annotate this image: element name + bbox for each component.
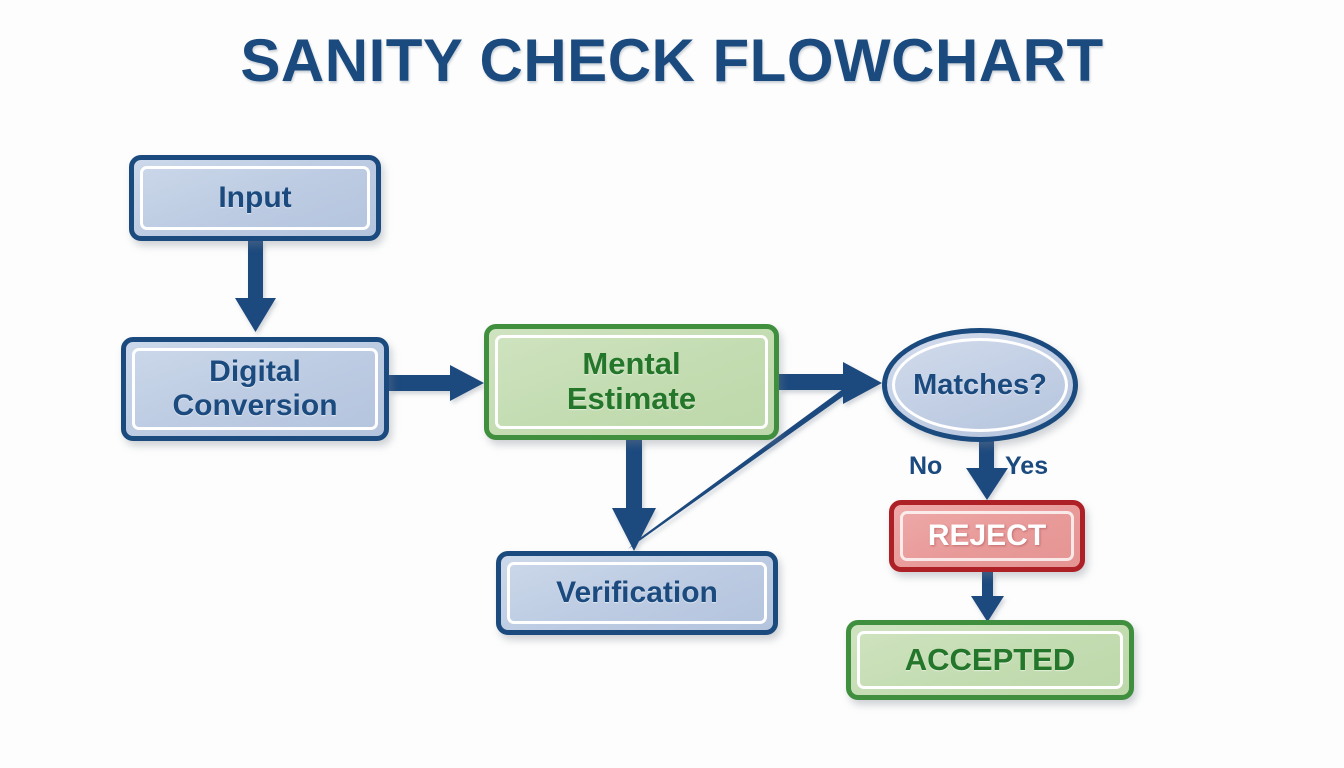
node-verification[interactable]: Verification — [496, 551, 778, 635]
node-mental-estimate-line1: Mental — [582, 346, 681, 382]
edge-digital-to-mental — [389, 365, 484, 401]
node-mental-estimate-label: Mental Estimate — [559, 346, 704, 416]
branch-label-yes: Yes — [1005, 452, 1049, 480]
node-reject-label: REJECT — [927, 519, 1047, 553]
node-digital-conversion-line2: Conversion — [172, 389, 338, 422]
edge-reject-to-accepted — [971, 572, 1004, 622]
edge-mental-to-matches — [779, 362, 882, 404]
node-digital-conversion-line1: Digital — [209, 355, 301, 389]
page-title: SANITY CHECK FLOWCHART — [240, 27, 1104, 94]
node-digital-conversion-label: Digital Conversion — [164, 355, 345, 422]
node-input[interactable]: Input — [129, 155, 381, 241]
node-matches-decision[interactable]: Matches? — [882, 328, 1078, 442]
node-input-label: Input — [218, 181, 292, 215]
node-matches-decision-label: Matches? — [913, 368, 1047, 401]
node-reject[interactable]: REJECT — [889, 500, 1085, 572]
edge-mental-to-verification — [612, 440, 656, 551]
node-accepted[interactable]: ACCEPTED — [846, 620, 1134, 700]
branch-label-no: No — [909, 452, 943, 480]
node-accepted-label: ACCEPTED — [904, 641, 1076, 677]
edge-matches-to-reject — [966, 440, 1008, 500]
node-verification-label: Verification — [556, 576, 718, 610]
edge-input-to-digital — [235, 241, 276, 332]
node-mental-estimate[interactable]: Mental Estimate — [484, 324, 779, 440]
node-mental-estimate-line2: Estimate — [566, 381, 697, 416]
node-digital-conversion[interactable]: Digital Conversion — [121, 337, 389, 441]
